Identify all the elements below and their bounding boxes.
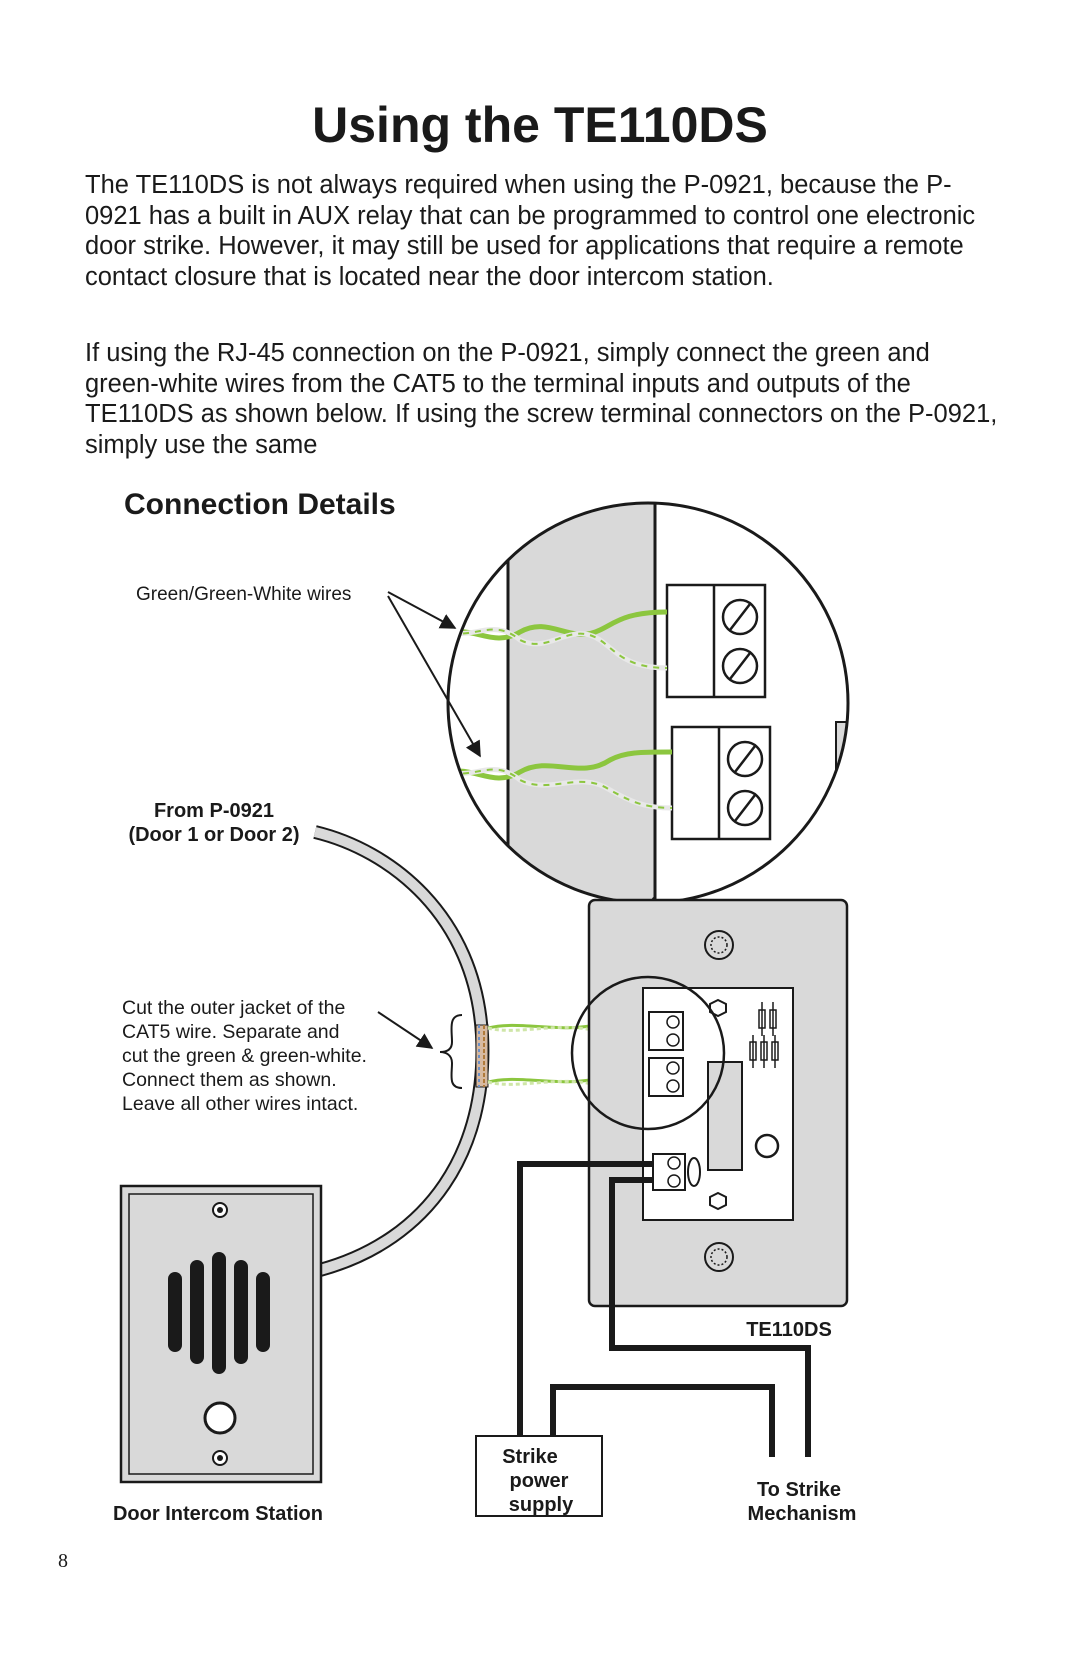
cut-instructions-line: Connect them as shown. <box>122 1069 337 1091</box>
speaker-grille <box>168 1252 270 1374</box>
intro-paragraph: The TE110DS is not always required when … <box>85 171 976 291</box>
strike-power-label-line: Strike <box>502 1446 558 1468</box>
cat5-cable <box>313 825 490 1277</box>
section-title: Connection Details <box>124 488 396 521</box>
te110ds-label: TE110DS <box>746 1319 832 1341</box>
door-station-label: Door Intercom Station <box>113 1503 323 1525</box>
wire-pair-lower <box>448 749 673 811</box>
from-label-line2: (Door 1 or Door 2) <box>128 824 299 846</box>
call-button <box>203 1401 237 1435</box>
page-number: 8 <box>58 1550 68 1572</box>
strike-power-label-line: power <box>510 1470 569 1492</box>
cut-instructions-line: Cut the outer jacket of the <box>122 997 345 1019</box>
cut-label-arrow <box>377 1011 434 1049</box>
cut-instructions-line: Leave all other wires intact. <box>122 1093 358 1115</box>
wire-pair-upper <box>448 609 668 671</box>
strike-wiring <box>517 1161 811 1457</box>
cut-instructions-line: cut the green & green-white. <box>122 1045 367 1067</box>
to-strike-label-line: To Strike <box>757 1479 841 1501</box>
to-strike-label-line: Mechanism <box>748 1503 857 1525</box>
wire-label-arrows <box>387 591 481 758</box>
te110ds-plate <box>587 898 849 1308</box>
wires-label: Green/Green-White wires <box>136 584 351 605</box>
from-label-line1: From P-0921 <box>154 800 274 822</box>
rj45-paragraph: If using the RJ-45 connection on the P-0… <box>85 339 998 459</box>
strike-power-label-line: supply <box>509 1494 574 1516</box>
terminal-block-upper <box>665 583 767 699</box>
door-intercom-station <box>119 1184 323 1484</box>
brace <box>439 1014 463 1089</box>
strike-power-supply-box <box>475 1435 603 1517</box>
cut-instructions-line: CAT5 wire. Separate and <box>122 1021 340 1043</box>
magnified-view <box>446 501 850 905</box>
page-title: Using the TE110DS <box>312 97 768 153</box>
terminal-block-lower <box>670 725 772 841</box>
small-magnifier <box>570 975 726 1131</box>
